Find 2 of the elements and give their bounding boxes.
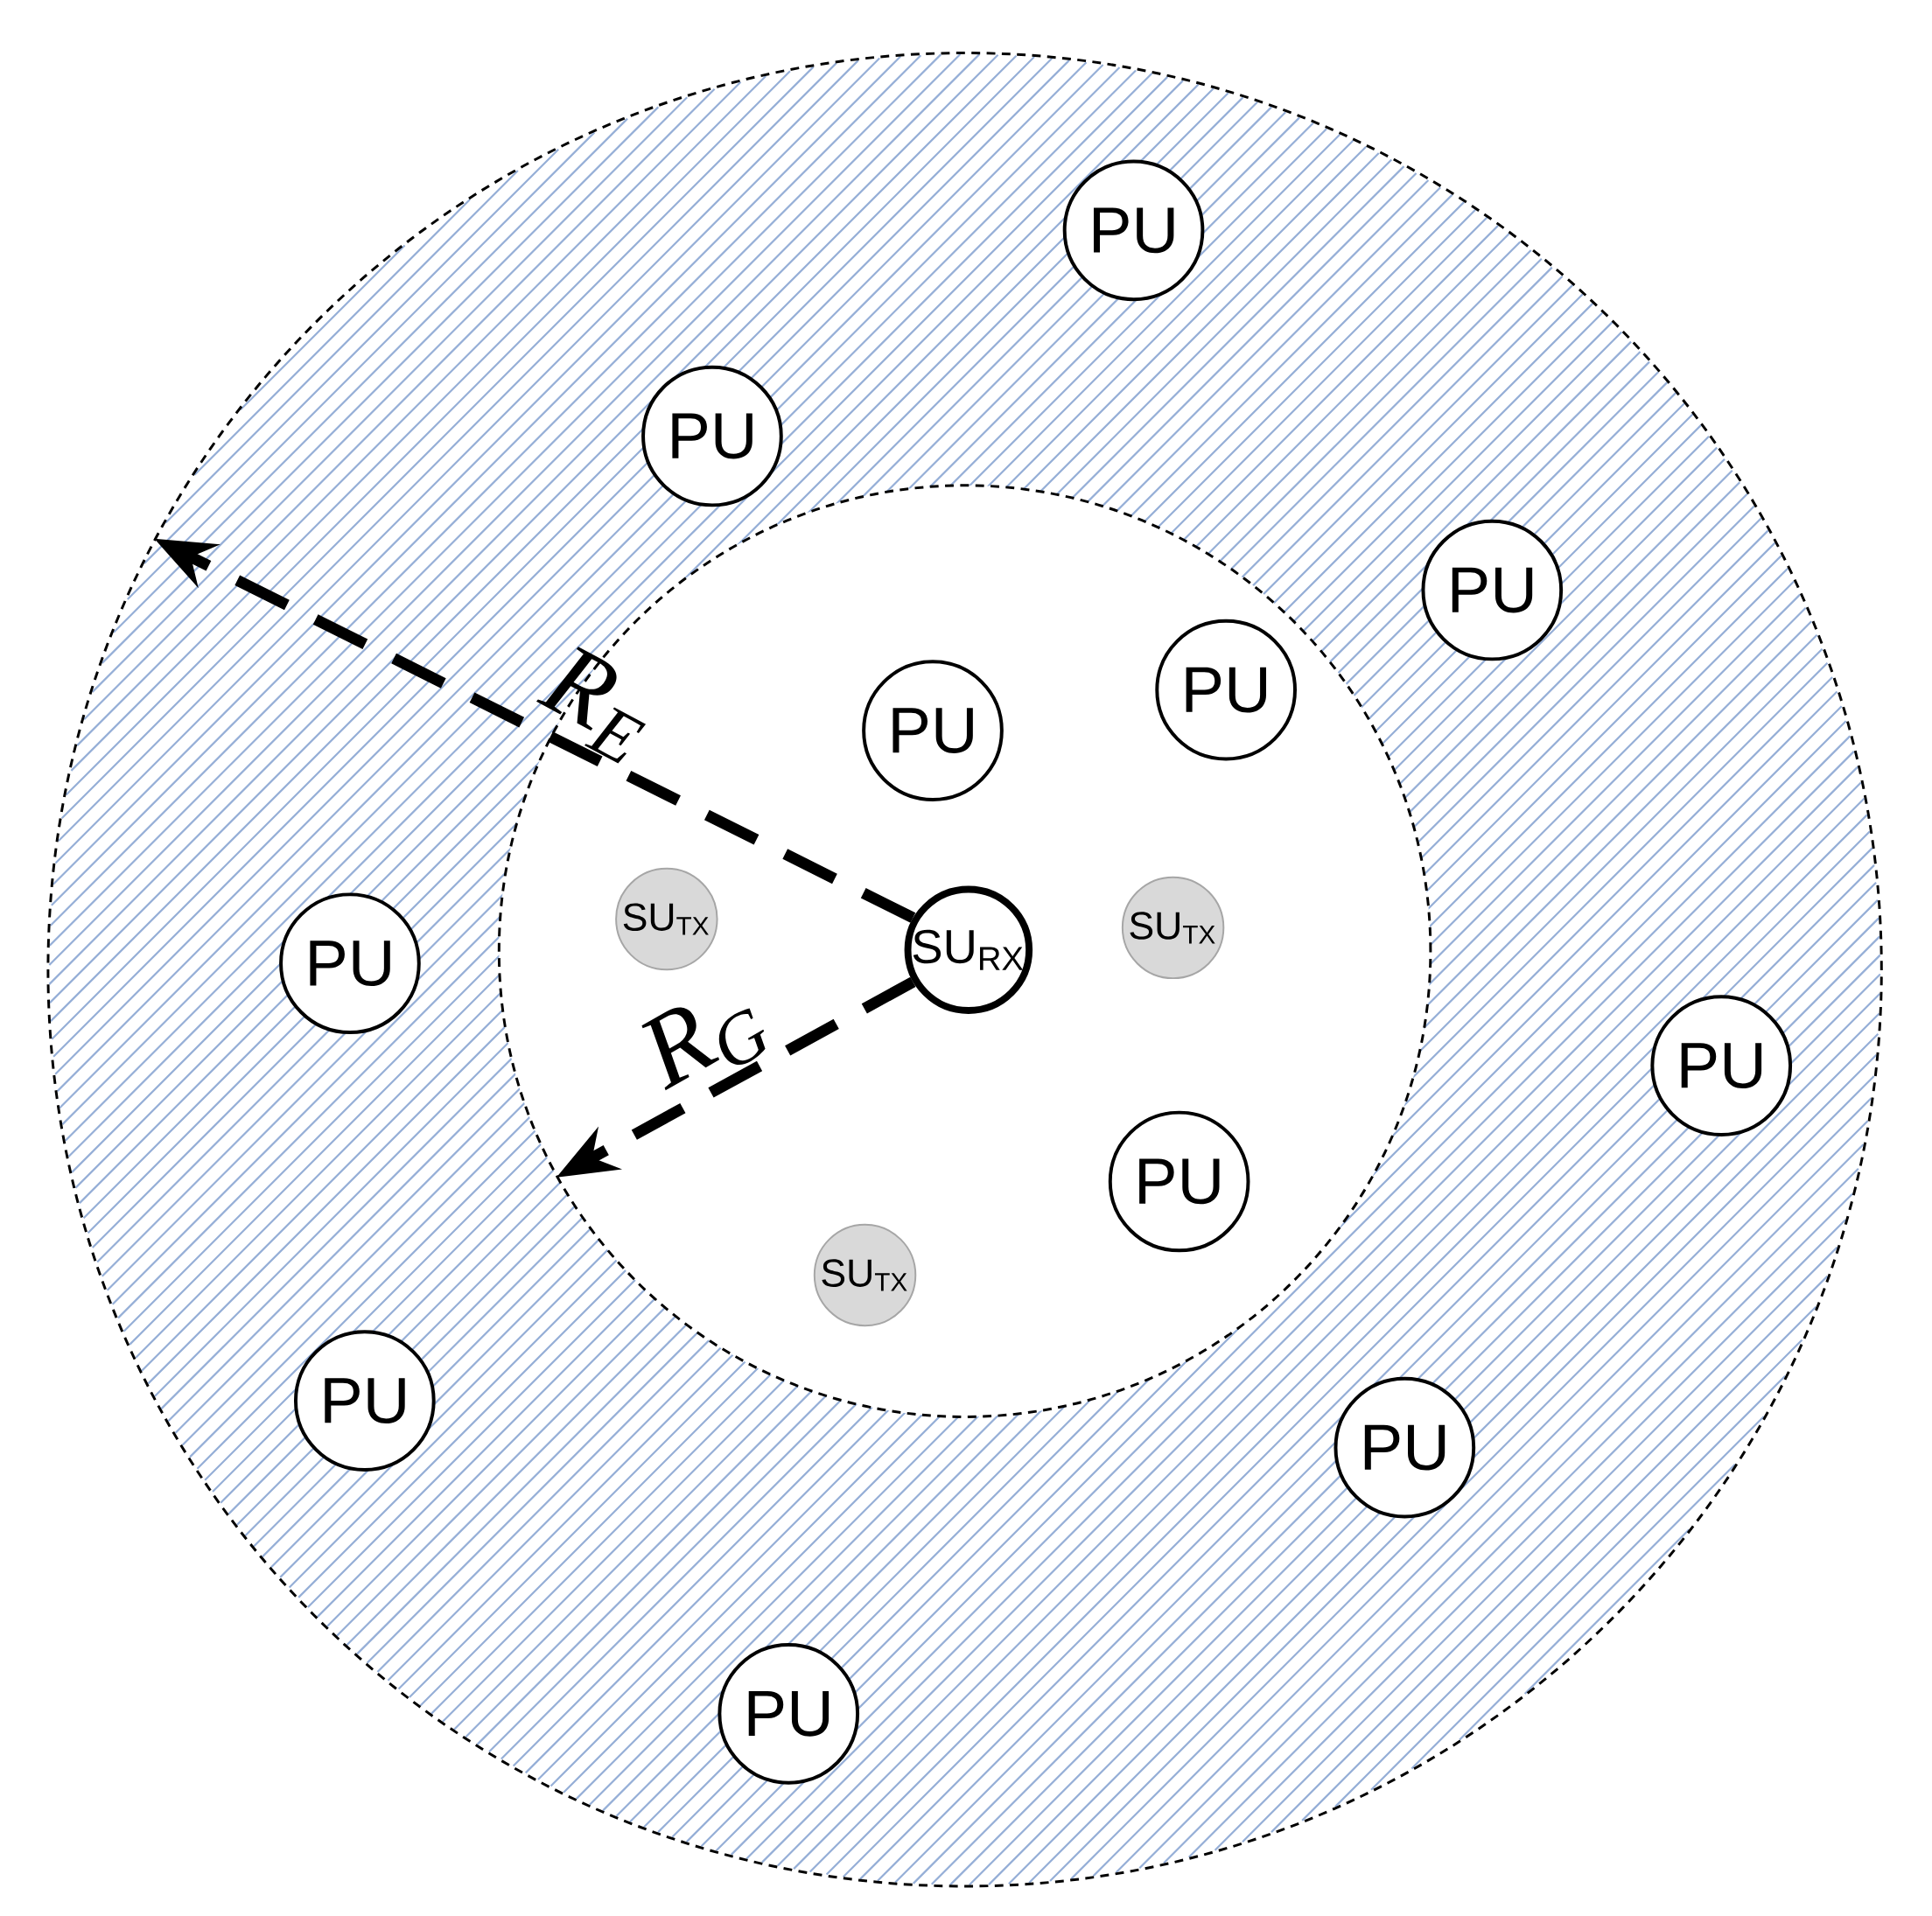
edge-label: R$_{G}$: [641, 1007, 766, 1091]
edge-label: R$_{E}$: [536, 647, 647, 764]
